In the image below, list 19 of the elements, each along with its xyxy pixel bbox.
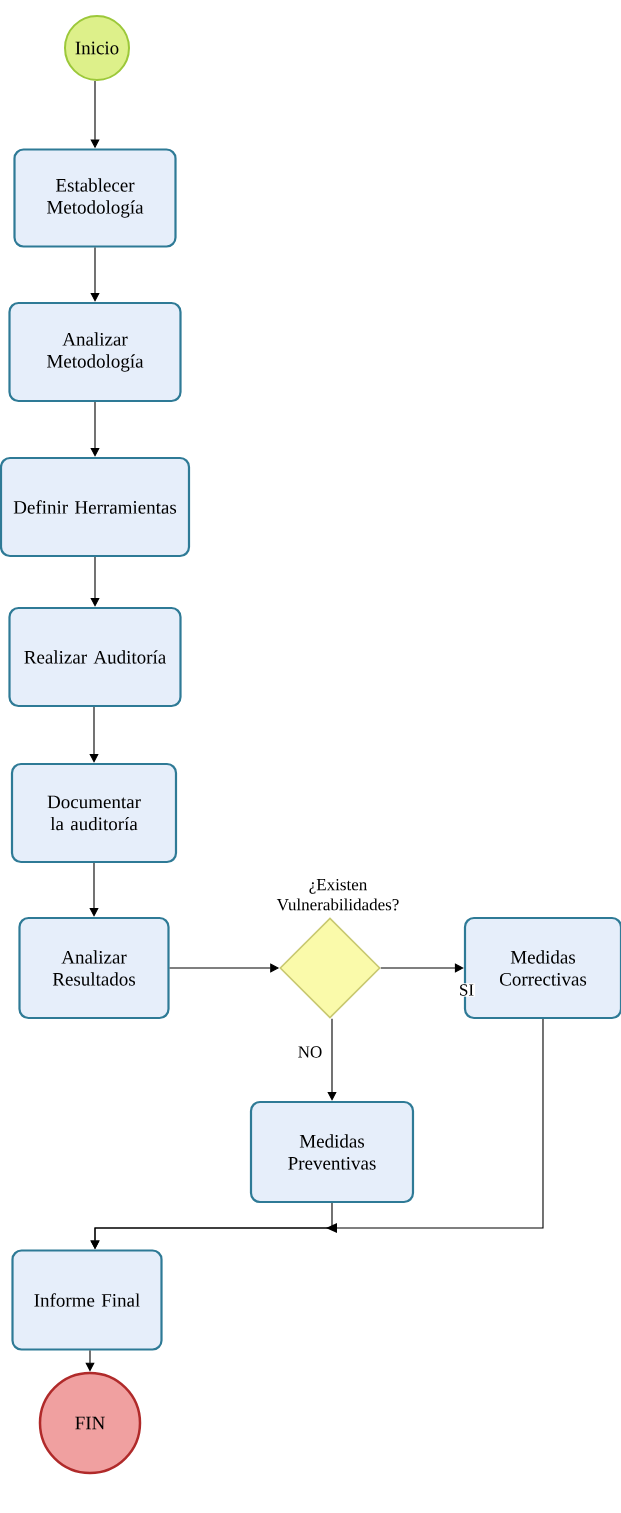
arrow [90, 247, 100, 302]
arrow [85, 1350, 95, 1372]
edge-label: SI [460, 984, 474, 996]
process-box: Medidas Preventivas [249, 1100, 415, 1204]
edge-label: NO [298, 1046, 322, 1058]
arrow [327, 1018, 337, 1101]
process-box: Definir Herramientas [0, 456, 191, 558]
arrow [90, 556, 100, 607]
process-box: Realizar Auditoría [8, 606, 182, 708]
process-box: Informe Final [11, 1249, 163, 1351]
question-label: ¿Existen Vulnerabilidades? [276, 878, 399, 911]
arrow [89, 862, 99, 917]
process-box: Documentar la auditoría [10, 762, 178, 864]
process-box: Analizar Metodología [8, 301, 182, 403]
arrow [90, 401, 100, 457]
arrow [89, 706, 99, 763]
arrow [380, 963, 464, 973]
process-box: Establecer Metodología [13, 148, 177, 248]
process-box: Analizar Resultados [18, 916, 170, 1020]
